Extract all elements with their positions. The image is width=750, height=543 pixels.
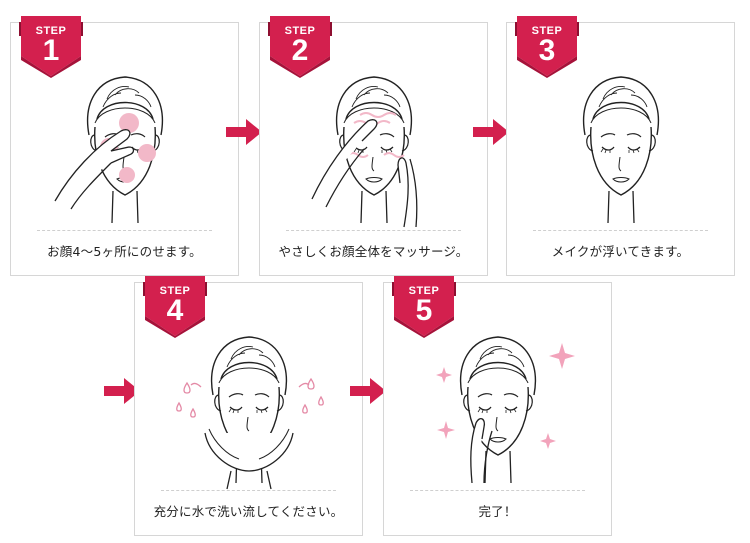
step-number: 5 xyxy=(415,294,433,327)
step-caption: やさしくお顔全体をマッサージ。 xyxy=(278,244,469,259)
step-card-2: やさしくお顔全体をマッサージ。 STEP 2 xyxy=(259,22,488,276)
separator xyxy=(410,490,585,491)
step-caption: 充分に水で洗い流してください。 xyxy=(153,504,344,519)
right-arrow-icon xyxy=(226,119,262,145)
right-arrow-icon xyxy=(350,378,386,404)
separator xyxy=(161,490,336,491)
step-label: STEP xyxy=(408,285,440,297)
step-badge: STEP 1 xyxy=(19,16,83,78)
separator xyxy=(286,230,461,231)
step-caption: 完了！ xyxy=(478,504,517,519)
step-caption: お顔4～5ヶ所にのせます。 xyxy=(47,244,202,259)
step-number: 4 xyxy=(166,294,184,327)
step-label: STEP xyxy=(159,285,191,297)
step-card-1: お顔4～5ヶ所にのせます。 STEP 1 xyxy=(10,22,239,276)
step-card-4: 充分に水で洗い流してください。 STEP 4 xyxy=(134,282,363,536)
face-sparkling-clean-icon xyxy=(436,283,575,537)
step-badge: STEP 4 xyxy=(143,276,207,338)
face-applying-product-icon xyxy=(54,23,240,277)
face-rinsing-water-icon xyxy=(176,283,324,490)
step-badge: STEP 2 xyxy=(268,16,332,78)
step-card-3: メイクが浮いてきます。 STEP 3 xyxy=(506,22,735,276)
step-label: STEP xyxy=(35,25,67,37)
separator xyxy=(533,230,708,231)
face-massaging-icon xyxy=(311,23,418,228)
right-arrow-icon xyxy=(473,119,509,145)
step-label: STEP xyxy=(531,25,563,37)
separator xyxy=(37,230,212,231)
step-label: STEP xyxy=(284,25,316,37)
step-number: 3 xyxy=(538,34,556,67)
step-card-5: 完了！ STEP 5 xyxy=(383,282,612,536)
step-badge: STEP 5 xyxy=(392,276,456,338)
step-caption: メイクが浮いてきます。 xyxy=(551,244,690,259)
step-number: 2 xyxy=(291,34,309,67)
step-number: 1 xyxy=(42,34,60,67)
step-badge: STEP 3 xyxy=(515,16,579,78)
